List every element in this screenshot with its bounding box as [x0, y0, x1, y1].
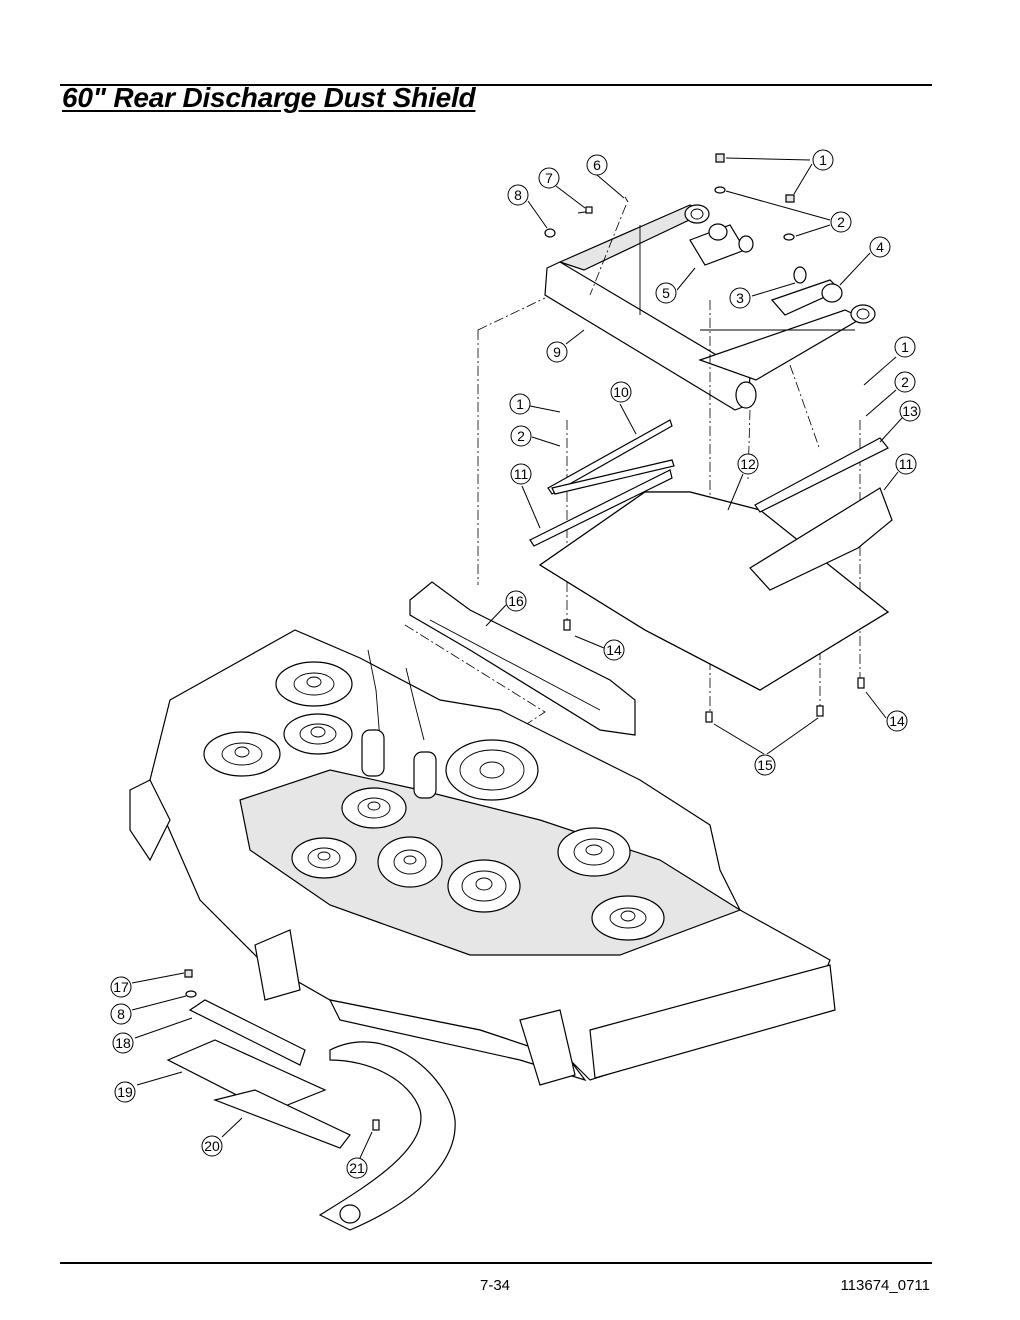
- svg-text:1: 1: [516, 396, 524, 412]
- callout-1-left: 1: [509, 393, 531, 415]
- callout-7: 7: [538, 167, 560, 189]
- svg-text:16: 16: [508, 593, 524, 609]
- svg-text:4: 4: [876, 239, 884, 255]
- svg-text:9: 9: [553, 344, 561, 360]
- callout-19: 19: [114, 1081, 136, 1103]
- callout-13: 13: [899, 400, 921, 422]
- svg-text:20: 20: [204, 1138, 220, 1154]
- callout-8-top: 8: [507, 184, 529, 206]
- svg-text:13: 13: [902, 403, 918, 419]
- svg-text:1: 1: [901, 339, 909, 355]
- callout-14-left: 14: [603, 639, 625, 661]
- callout-3: 3: [729, 287, 751, 309]
- svg-text:1: 1: [819, 152, 827, 168]
- svg-text:2: 2: [837, 214, 845, 230]
- svg-text:8: 8: [514, 187, 522, 203]
- svg-text:14: 14: [606, 642, 622, 658]
- rear-bracket: [409, 581, 636, 736]
- svg-text:11: 11: [899, 456, 914, 472]
- page-number: 7-34: [479, 1277, 511, 1294]
- pulleys: [203, 649, 665, 941]
- callout-12: 12: [737, 453, 759, 475]
- callout-16: 16: [505, 590, 527, 612]
- svg-text:7: 7: [545, 170, 553, 186]
- page-title: 60" Rear Discharge Dust Shield: [62, 82, 476, 113]
- callout-1-right: 1: [894, 336, 916, 358]
- callout-2-right: 2: [894, 371, 916, 393]
- callout-11-right: 11: [895, 453, 917, 475]
- svg-text:6: 6: [593, 157, 601, 173]
- callout-5: 5: [655, 282, 677, 304]
- callout-14-right: 14: [886, 710, 908, 732]
- hardware-top: [544, 153, 795, 241]
- callout-6: 6: [586, 154, 608, 176]
- screws: [563, 619, 865, 723]
- svg-text:15: 15: [757, 757, 773, 773]
- svg-text:2: 2: [517, 428, 525, 444]
- svg-text:2: 2: [901, 374, 909, 390]
- svg-text:21: 21: [349, 1160, 365, 1176]
- svg-text:17: 17: [113, 979, 129, 995]
- svg-text:3: 3: [736, 290, 744, 306]
- leader-lines: [131, 157, 903, 1159]
- svg-text:8: 8: [117, 1006, 125, 1022]
- dust-shield-plates: [529, 419, 893, 691]
- svg-text:10: 10: [613, 384, 629, 400]
- callout-9: 9: [546, 341, 568, 363]
- callout-2-left: 2: [510, 425, 532, 447]
- footer-rule: [60, 1262, 932, 1264]
- header-rule: [60, 84, 932, 86]
- svg-text:11: 11: [514, 466, 529, 482]
- callout-21: 21: [346, 1157, 368, 1179]
- svg-text:19: 19: [117, 1084, 133, 1100]
- callout-4: 4: [869, 236, 891, 258]
- callout-15: 15: [754, 754, 776, 776]
- svg-text:18: 18: [115, 1035, 131, 1051]
- hitch-frame: [544, 204, 876, 411]
- callout-11-left: 11: [510, 463, 532, 485]
- callout-10: 10: [610, 381, 632, 403]
- document-code: 113674_0711: [840, 1277, 930, 1294]
- callout-17: 17: [110, 976, 132, 998]
- svg-text:12: 12: [740, 456, 756, 472]
- callout-20: 20: [201, 1135, 223, 1157]
- discharge-chute-parts: [166, 969, 456, 1231]
- callout-18: 18: [112, 1032, 134, 1054]
- callout-8-bottom: 8: [110, 1003, 132, 1025]
- svg-text:14: 14: [889, 713, 905, 729]
- callout-2-top: 2: [830, 211, 852, 233]
- callout-1-top: 1: [812, 149, 834, 171]
- svg-text:5: 5: [662, 285, 670, 301]
